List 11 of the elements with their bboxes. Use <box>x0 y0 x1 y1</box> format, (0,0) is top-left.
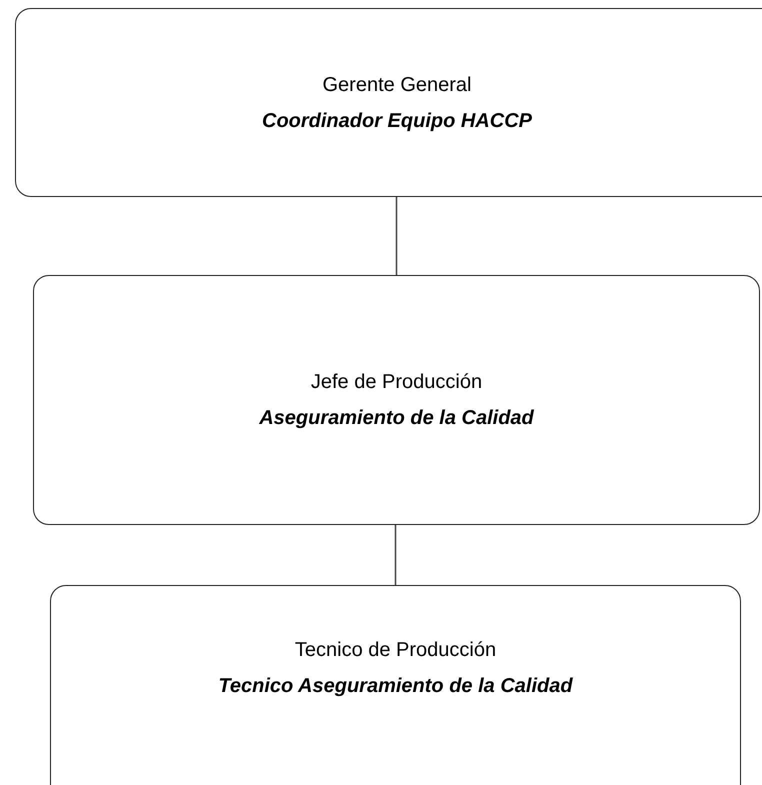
job-title: Tecnico de Producción <box>294 638 496 663</box>
role-box <box>33 275 760 525</box>
connector-line <box>394 525 396 585</box>
job-title: Gerente General <box>322 72 472 98</box>
team-role: Aseguramiento de la Calidad <box>259 406 534 431</box>
role-box <box>50 585 741 785</box>
team-role: Coordinador Equipo HACCP <box>262 108 532 134</box>
role-box <box>15 8 762 197</box>
job-title: Jefe de Producción <box>310 370 482 395</box>
team-role: Tecnico Aseguramiento de la Calidad <box>218 674 573 699</box>
connector-line <box>396 197 398 275</box>
